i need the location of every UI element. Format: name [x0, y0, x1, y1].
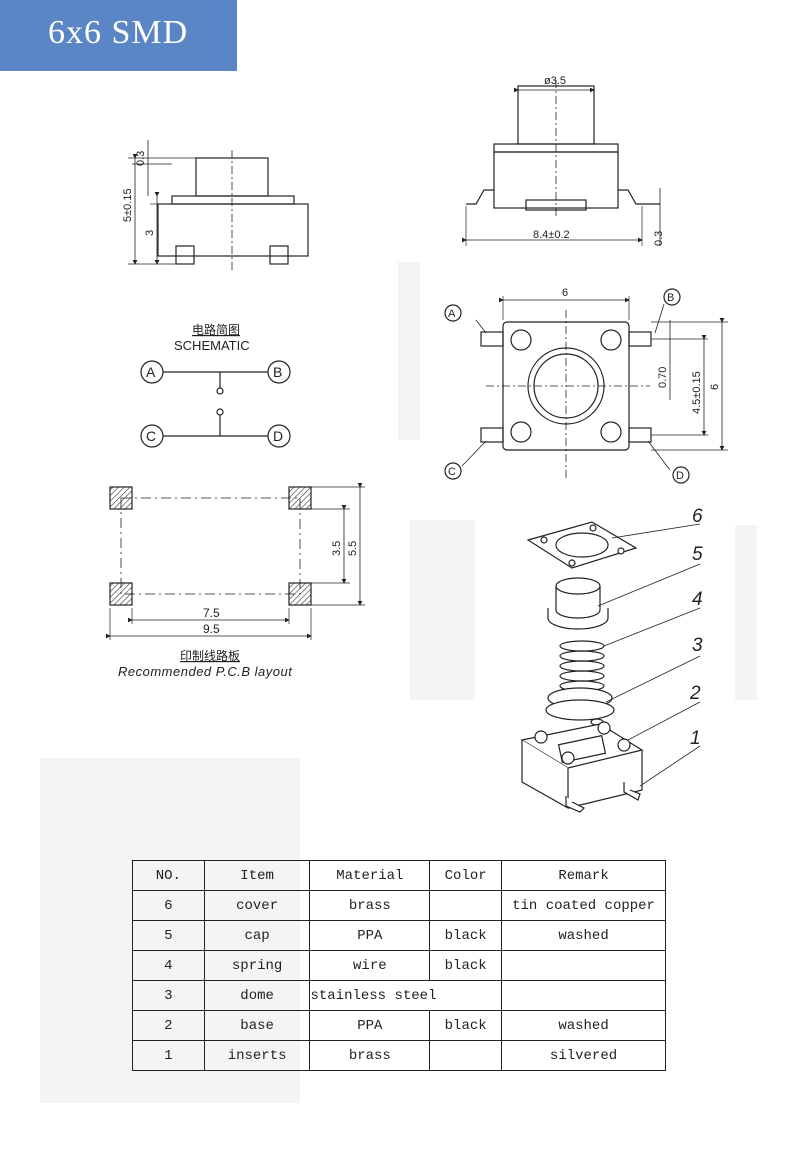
pcb-title-cn: 印制线路板 — [180, 648, 240, 663]
cell-item: inserts — [203, 1040, 311, 1071]
schematic-title-en: SCHEMATIC — [174, 338, 250, 353]
cell-material: brass — [309, 1040, 431, 1071]
table-row: 2 base PPA black washed — [132, 1010, 666, 1041]
schematic-title-cn: 电路简图 — [192, 322, 240, 337]
callout-3: 3 — [692, 635, 703, 656]
callout-6: 6 — [692, 506, 703, 527]
technical-drawing: 0.3 5±0.15 3 ø3.5 8.4±0.2 0.3 电路简图 SCHEM… — [106, 75, 728, 813]
front-dim-width: 8.4±0.2 — [533, 229, 570, 241]
pcb-dim-outer-w: 9.5 — [203, 622, 220, 636]
front-view — [462, 80, 661, 246]
cell-remark — [501, 980, 666, 1011]
top-pin-b: B — [667, 292, 674, 304]
table-header-row: NO. Item Material Color Remark — [132, 860, 666, 891]
side-dim-body: 3 — [144, 230, 156, 236]
top-pin-a: A — [448, 308, 456, 320]
top-view — [444, 288, 728, 484]
pcb-dim-outer-h: 5.5 — [347, 541, 359, 556]
cell-item: spring — [203, 950, 311, 981]
pcb-dim-inner-h: 3.5 — [331, 541, 343, 556]
cell-remark: washed — [501, 920, 666, 951]
background-shade — [410, 520, 475, 700]
side-view — [128, 140, 309, 272]
schematic-pin-d: D — [273, 428, 283, 444]
cell-item: base — [203, 1010, 311, 1041]
cell-no: 6 — [132, 890, 205, 921]
cell-no: 1 — [132, 1040, 205, 1071]
cell-material: stainless steel — [309, 980, 503, 1011]
cell-item: dome — [203, 980, 311, 1011]
cell-no: 2 — [132, 1010, 205, 1041]
col-header-color: Color — [429, 860, 503, 891]
schematic-pin-c: C — [146, 428, 156, 444]
schematic-pin-b: B — [273, 364, 282, 380]
cell-material: PPA — [309, 1010, 431, 1041]
cell-no: 3 — [132, 980, 205, 1011]
cell-remark — [501, 950, 666, 981]
top-pin-c: C — [448, 466, 456, 478]
top-dim-spacing: 4.5±0.15 — [691, 371, 703, 414]
callout-1: 1 — [690, 728, 701, 749]
table-row: 6 cover brass tin coated copper — [132, 890, 666, 921]
col-header-material: Material — [309, 860, 431, 891]
cell-remark: tin coated copper — [501, 890, 666, 921]
cell-no: 4 — [132, 950, 205, 981]
pcb-layout — [106, 483, 365, 640]
cell-color — [429, 1040, 503, 1071]
col-header-item: Item — [203, 860, 311, 891]
table-row: 1 inserts brass silvered — [132, 1040, 666, 1071]
cell-color: black — [429, 950, 503, 981]
top-dim-height: 6 — [709, 384, 721, 390]
background-shade — [735, 525, 757, 700]
cell-item: cover — [203, 890, 311, 921]
callout-4: 4 — [692, 589, 703, 610]
col-header-no: NO. — [132, 860, 205, 891]
cell-remark: washed — [501, 1010, 666, 1041]
cell-no: 5 — [132, 920, 205, 951]
exploded-view — [520, 521, 701, 813]
title-banner: 6x6 SMD — [0, 0, 237, 71]
background-shade — [398, 262, 420, 440]
front-dim-diameter: ø3.5 — [544, 75, 566, 87]
front-dim-lead: 0.3 — [653, 231, 665, 246]
cell-color: black — [429, 1010, 503, 1041]
pcb-dim-inner-w: 7.5 — [203, 606, 220, 620]
cell-material: wire — [309, 950, 431, 981]
side-dim-height: 5±0.15 — [122, 188, 134, 222]
page-title: 6x6 SMD — [48, 14, 189, 51]
top-dim-top: 6 — [562, 287, 568, 299]
cell-material: PPA — [309, 920, 431, 951]
bom-table: NO. Item Material Color Remark 6 cover b… — [132, 860, 666, 1071]
col-header-remark: Remark — [501, 860, 666, 891]
schematic — [140, 360, 291, 448]
pcb-title-en: Recommended P.C.B layout — [118, 664, 293, 679]
cell-remark: silvered — [501, 1040, 666, 1071]
cell-material: brass — [309, 890, 431, 921]
top-pin-d: D — [676, 470, 684, 482]
side-dim-top: 0.3 — [135, 151, 147, 166]
table-row: 3 dome stainless steel — [132, 980, 666, 1011]
cell-item: cap — [203, 920, 311, 951]
schematic-pin-a: A — [146, 364, 156, 380]
callout-5: 5 — [692, 544, 703, 565]
table-row: 5 cap PPA black washed — [132, 920, 666, 951]
top-dim-pitch: 0.70 — [657, 367, 669, 388]
cell-color — [429, 890, 503, 921]
table-row: 4 spring wire black — [132, 950, 666, 981]
cell-color: black — [429, 920, 503, 951]
callout-2: 2 — [689, 683, 701, 704]
